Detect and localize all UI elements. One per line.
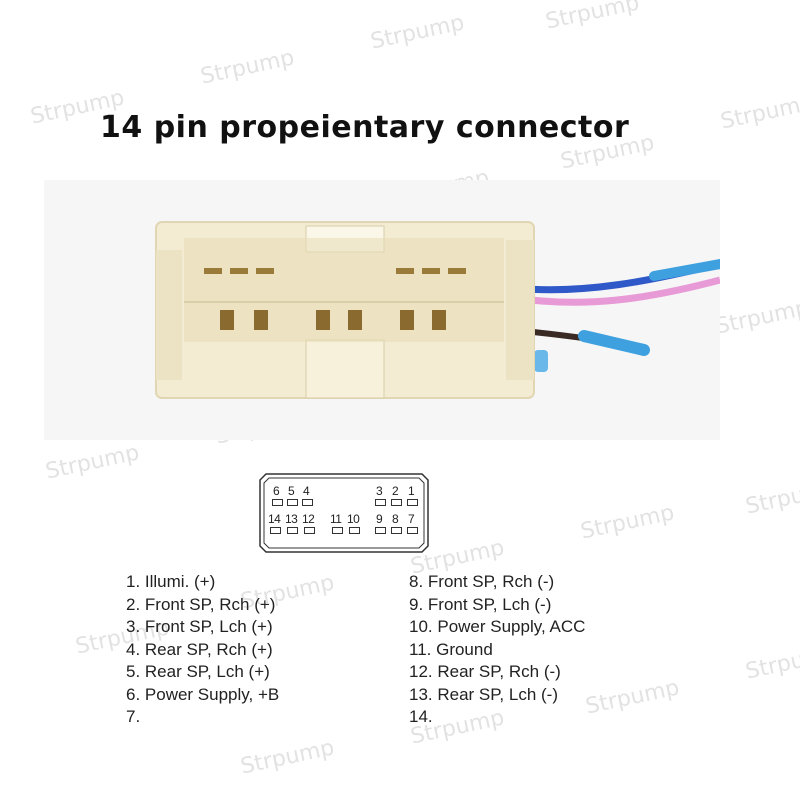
pin-entry-5: 5. Rear SP, Lch (+) — [126, 662, 270, 681]
pin-list-right: 8. Front SP, Rch (-) 9. Front SP, Lch (-… — [409, 571, 585, 729]
pin-label-13: 13 — [285, 512, 298, 526]
watermark-text: Strpump — [743, 640, 800, 685]
watermark-text: Strpump — [583, 675, 682, 720]
connector-cavity — [184, 238, 504, 342]
pin-entry-12: 12. Rear SP, Rch (-) — [409, 662, 561, 681]
connector-bottom-notch — [305, 339, 385, 399]
pin-entry-10: 10. Power Supply, ACC — [409, 617, 586, 636]
pin-slot-13 — [287, 527, 298, 534]
pin-entry-14: 14. — [409, 707, 433, 726]
watermark-text: Strpump — [43, 440, 142, 485]
wire-pink — [513, 276, 720, 306]
pin-entry-8: 8. Front SP, Rch (-) — [409, 572, 555, 591]
connector-side-left — [156, 250, 182, 380]
watermark-text: Strpump — [198, 45, 297, 90]
pin-slot-10 — [349, 527, 360, 534]
watermark-text: Strpump — [743, 475, 800, 520]
pin-label-5: 5 — [288, 484, 295, 498]
watermark-text: Strpump — [368, 10, 467, 55]
pin-entry-4: 4. Rear SP, Rch (+) — [126, 639, 273, 659]
pin-slot-1 — [407, 499, 418, 506]
pin-entry-7: 7. — [126, 707, 141, 726]
pin-label-12: 12 — [302, 512, 315, 526]
pin-diagram-outline — [259, 473, 429, 553]
connector-photo — [44, 180, 720, 440]
pin-label-4: 4 — [303, 484, 310, 498]
pin-label-11: 11 — [330, 512, 342, 526]
wire-sleeve-top — [649, 259, 720, 281]
pin-slot-12 — [304, 527, 315, 534]
pin-slot-7 — [407, 527, 418, 534]
pin-list-left: 1. Illumi. (+) 2. Front SP, Rch (+) 3. F… — [126, 571, 279, 729]
connector-illustration — [155, 221, 720, 399]
pin-label-14: 14 — [268, 512, 281, 526]
pin-entry-13: 13. Rear SP, Lch (-) — [409, 684, 558, 704]
pin-label-10: 10 — [347, 512, 360, 526]
pin-label-7: 7 — [408, 512, 415, 526]
pin-slot-3 — [375, 499, 386, 506]
pin-label-3: 3 — [376, 484, 383, 498]
watermark-text: Strpump — [713, 295, 800, 340]
pin-slot-5 — [287, 499, 298, 506]
watermark-text: Strpump — [543, 0, 642, 35]
pin-slot-4 — [302, 499, 313, 506]
pin-entry-2: 2. Front SP, Rch (+) — [126, 594, 276, 614]
pin-label-8: 8 — [392, 512, 399, 526]
watermark-text: Strpump — [718, 90, 800, 135]
pin-entry-9: 9. Front SP, Lch (-) — [409, 594, 552, 614]
pin-label-1: 1 — [408, 484, 415, 498]
page-title: 14 pin propeientary connector — [100, 110, 630, 145]
bottom-row-terminals — [220, 310, 446, 330]
pin-entry-3: 3. Front SP, Lch (+) — [126, 617, 273, 636]
pin-entry-11: 11. Ground — [409, 639, 493, 659]
wire-sleeve-bottom — [578, 330, 650, 356]
pin-entry-1: 1. Illumi. (+) — [126, 572, 216, 591]
pin-slot-11 — [332, 527, 343, 534]
pin-slot-14 — [270, 527, 281, 534]
top-row-terminals — [204, 268, 466, 274]
pin-slot-2 — [391, 499, 402, 506]
pin-slot-6 — [272, 499, 283, 506]
connector-side-right — [506, 240, 534, 380]
pin-label-6: 6 — [273, 484, 280, 498]
pin-slot-8 — [391, 527, 402, 534]
pin-entry-6: 6. Power Supply, +B — [126, 684, 280, 704]
wire-sleeve-small — [534, 350, 548, 372]
watermark-text: Strpump — [238, 735, 337, 780]
pin-label-2: 2 — [392, 484, 399, 498]
watermark-text: Strpump — [578, 500, 677, 545]
pin-label-9: 9 — [376, 512, 383, 526]
pin-layout-diagram: 6 5 4 3 2 1 14 13 12 11 10 9 8 7 — [258, 472, 430, 554]
pin-slot-9 — [375, 527, 386, 534]
